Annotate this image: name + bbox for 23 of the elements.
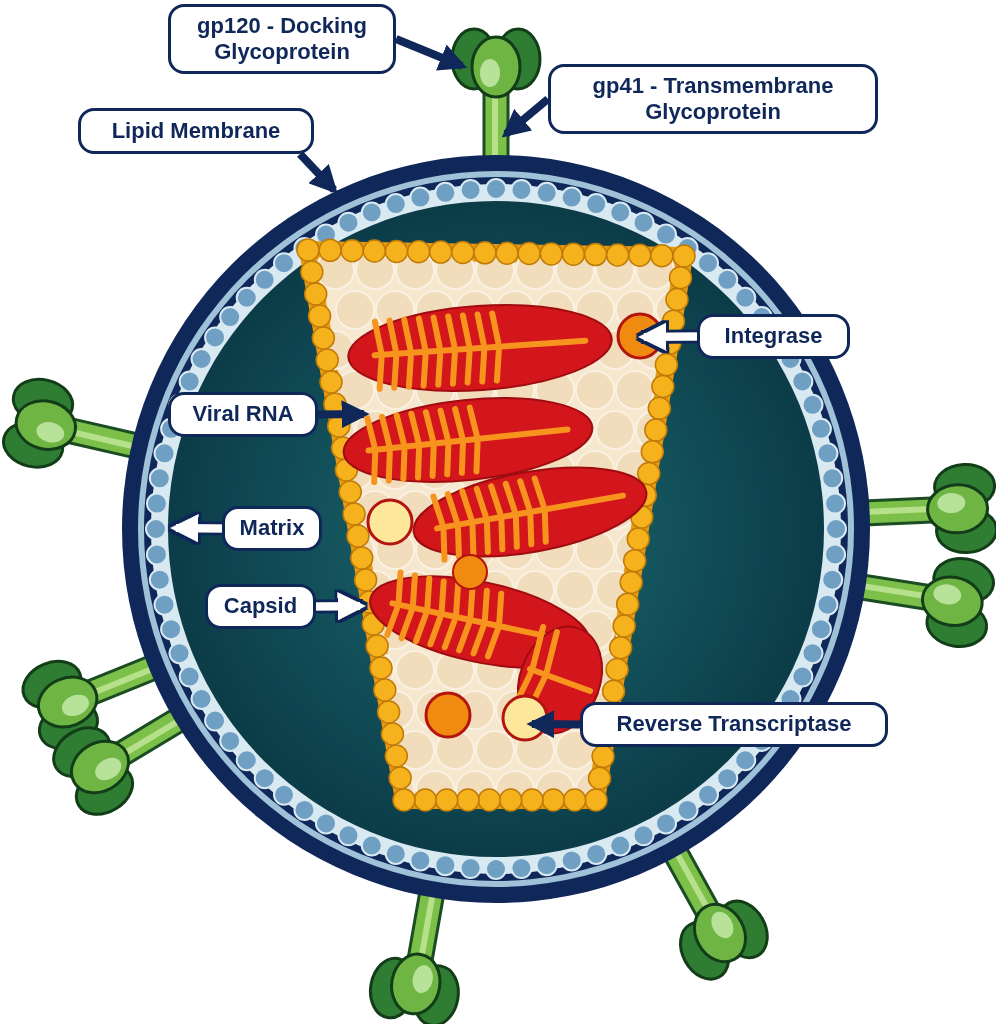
label-text: Lipid Membrane xyxy=(111,117,281,145)
label-box xyxy=(580,702,888,747)
label-box xyxy=(168,392,318,437)
arrow xyxy=(526,710,581,739)
label-box xyxy=(697,314,850,359)
label-text: Integrase xyxy=(724,323,823,350)
label-text: gp120 - Docking Glycoprotein xyxy=(196,12,368,66)
label-box xyxy=(548,64,878,134)
arrow xyxy=(394,35,468,71)
label-text: Capsid xyxy=(223,593,298,620)
label-text: Reverse Transcriptase xyxy=(616,711,852,738)
arrow xyxy=(317,400,370,429)
label-text: Matrix xyxy=(239,515,305,542)
label-box xyxy=(78,108,314,154)
arrow xyxy=(315,592,366,621)
arrow xyxy=(170,514,223,543)
label-text: Viral RNA xyxy=(192,401,294,428)
label-box xyxy=(205,584,316,629)
label-box xyxy=(222,506,322,551)
label-box xyxy=(168,4,396,74)
arrow xyxy=(638,322,698,351)
arrow xyxy=(297,151,338,195)
label-text: gp41 - Transmembrane Glycoprotein xyxy=(591,72,835,126)
